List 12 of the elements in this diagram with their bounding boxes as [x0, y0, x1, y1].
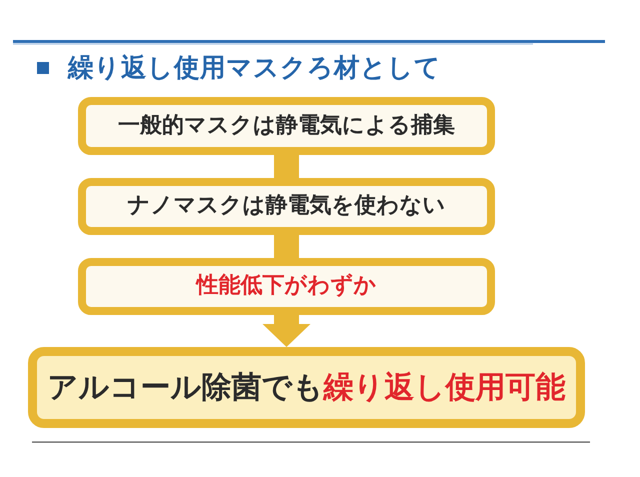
node-text: 一般的マスクは静電気による捕集 [118, 112, 455, 140]
connector-bar [274, 235, 299, 258]
slide-title: 繰り返し使用マスクろ材として [68, 53, 441, 84]
node-text: アルコール除菌でも繰り返し使用可能 [48, 370, 566, 406]
process-box [78, 97, 495, 155]
arrow [262, 315, 310, 347]
node-text: 性能低下がわずか [196, 273, 376, 300]
connector-bar [274, 155, 299, 178]
node-text: ナノマスクは静電気を使わない [128, 193, 446, 220]
process-box [78, 178, 495, 235]
process-box [78, 258, 495, 315]
result-box [28, 347, 585, 428]
